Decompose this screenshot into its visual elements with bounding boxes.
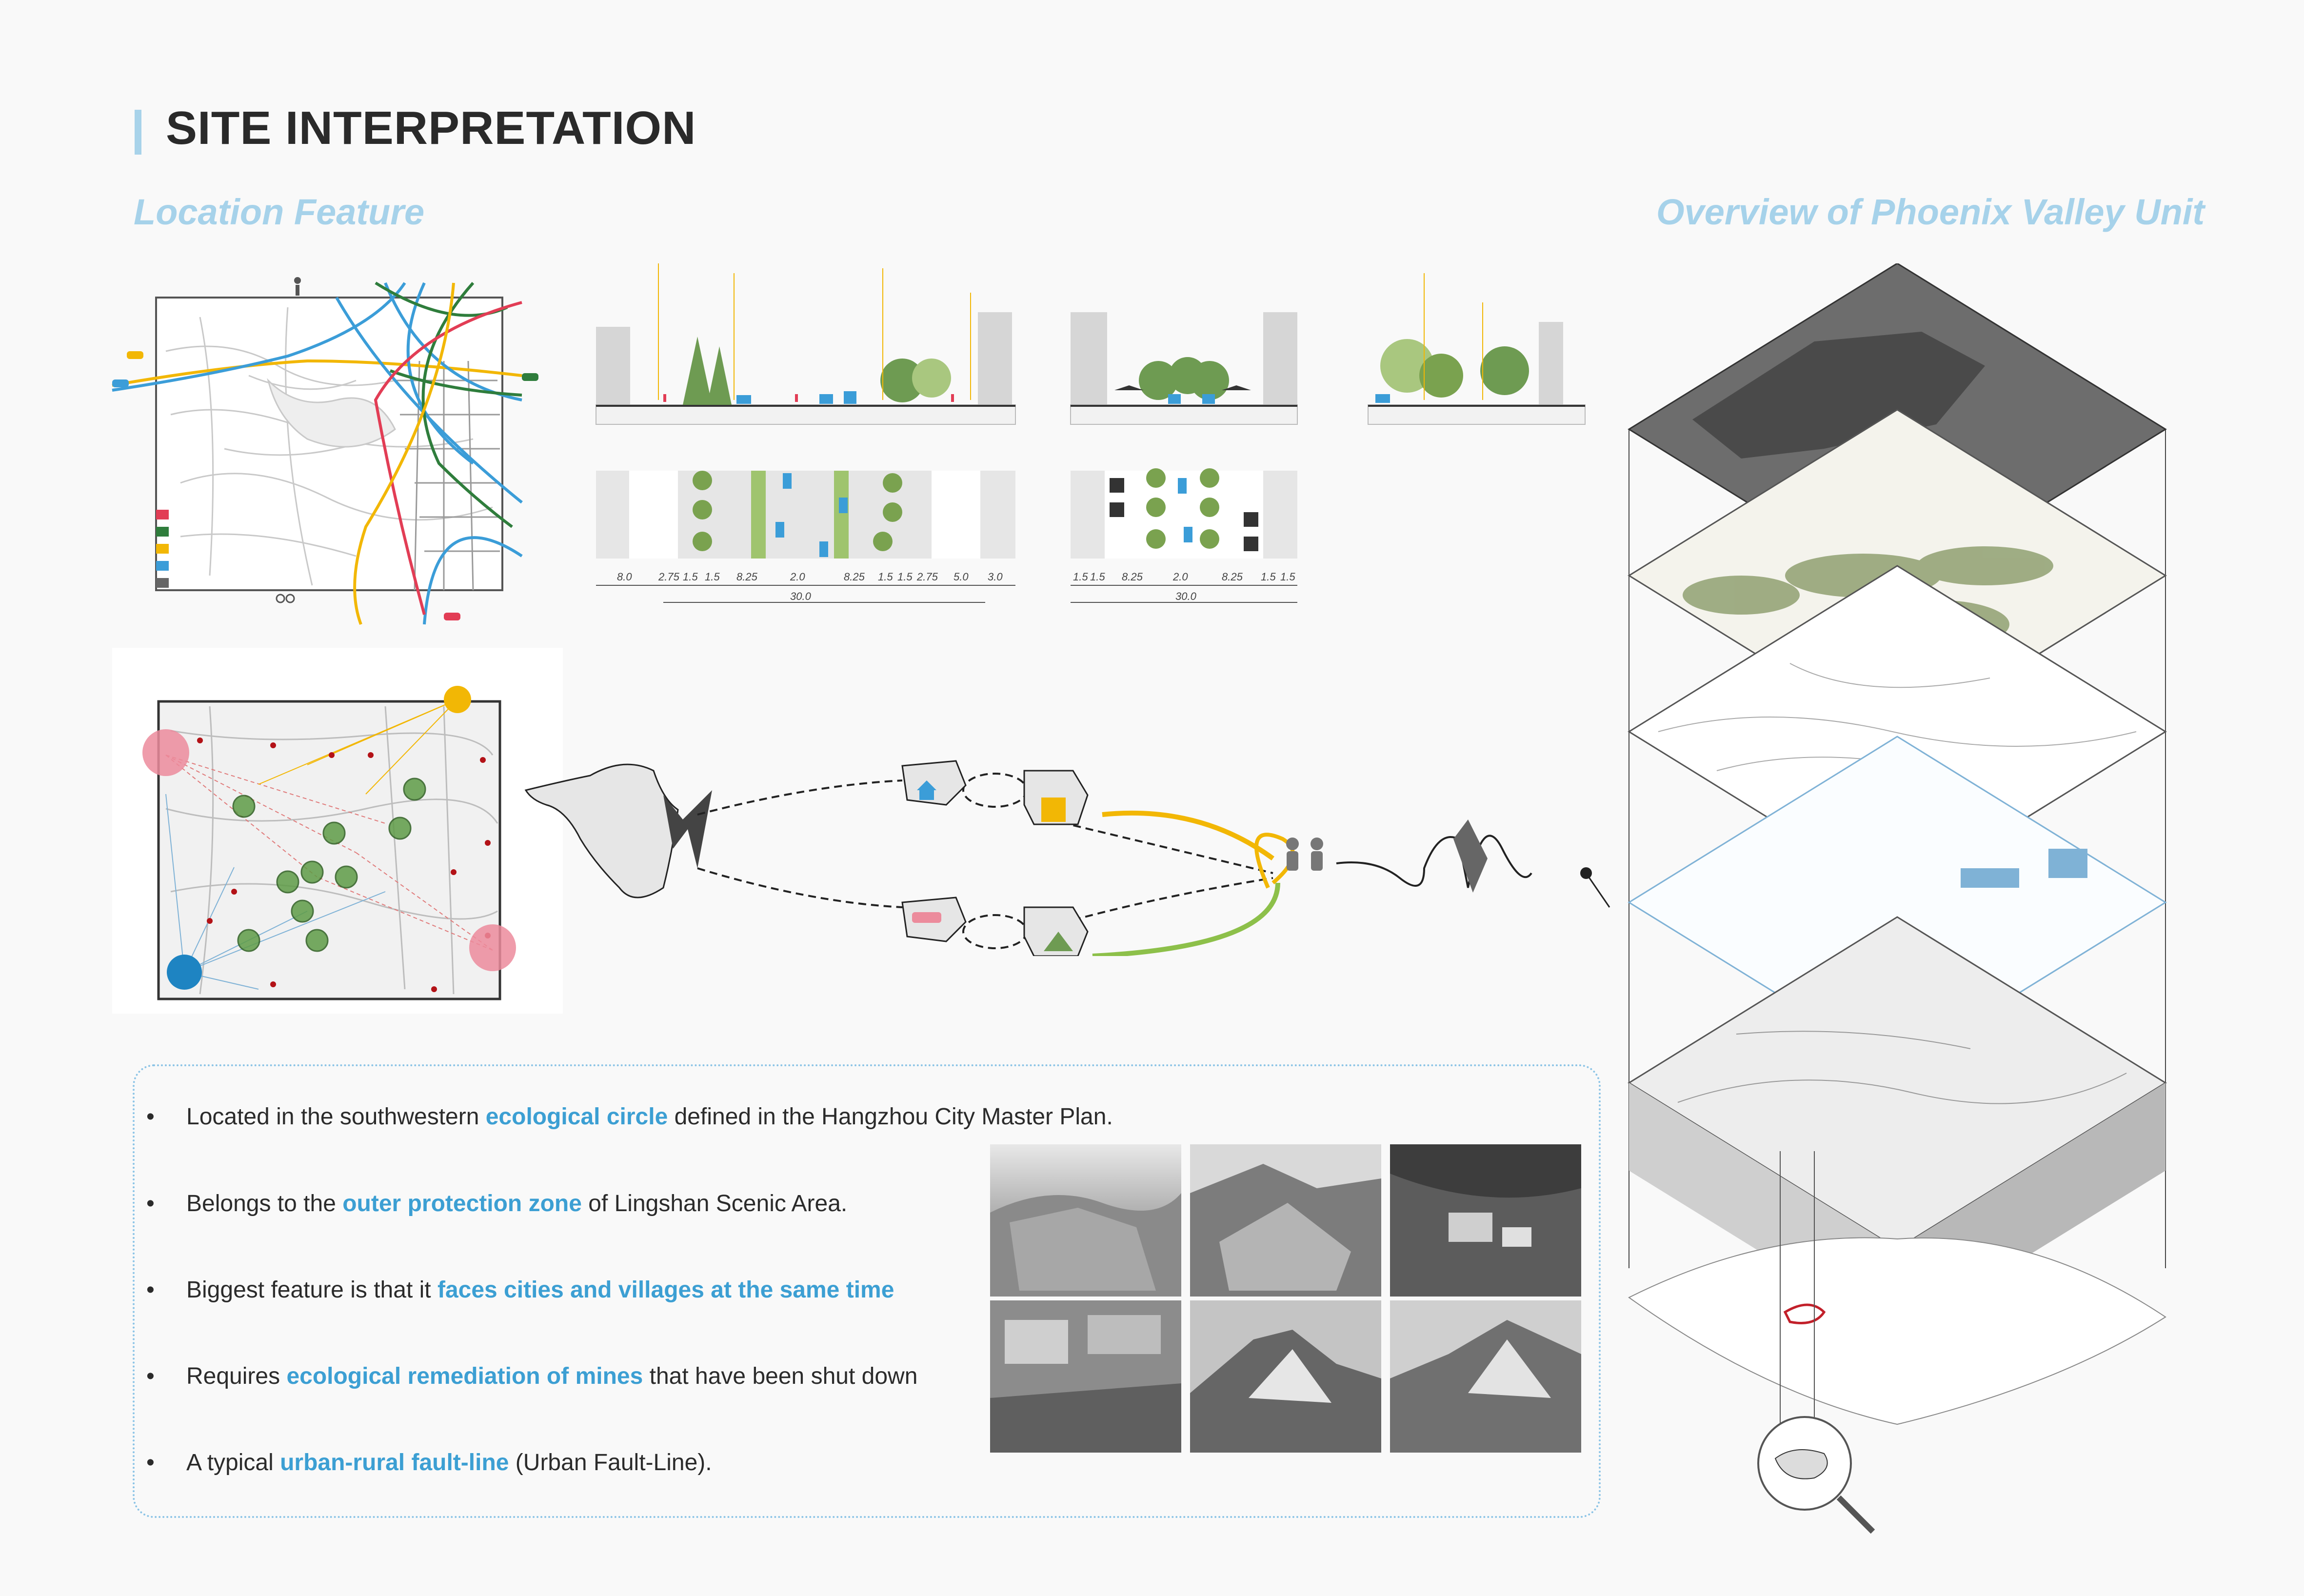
svg-text:8.25: 8.25 [1122,571,1143,583]
bullet-item: •Located in the southwestern ecological … [146,1104,1113,1130]
street-plan-left [596,471,1015,559]
mine-photo [1390,1300,1581,1453]
mine-photo [990,1144,1181,1297]
svg-text:5.0: 5.0 [953,571,969,583]
site-summary-box [133,1064,1601,1518]
location-feature-subtitle: Location Feature [134,192,425,232]
car-icon [522,373,538,381]
street-elevation-small [1368,273,1586,425]
bullet-item: •Biggest feature is that it faces cities… [146,1277,894,1303]
svg-text:3.0: 3.0 [988,571,1003,583]
ecological-circle-map [142,686,516,1000]
svg-text:2.0: 2.0 [1172,571,1188,583]
transport-route-map [112,277,538,625]
mine-photo [990,1300,1181,1453]
building-icon [1041,798,1066,822]
bicycle-icon [276,594,295,603]
svg-text:8.25: 8.25 [844,571,865,583]
people-icon [1286,838,1323,871]
svg-text:1.5: 1.5 [1261,571,1276,583]
car-icon [112,379,129,387]
svg-text:8.25: 8.25 [1222,571,1243,583]
magnifier-icon [1757,1416,1875,1534]
mine-photo [1390,1144,1581,1297]
svg-text:1.5: 1.5 [1090,571,1105,583]
phoenix-valley-layer-stack [1628,263,2167,1534]
svg-text:1.5: 1.5 [683,571,698,583]
page-title: SITE INTERPRETATION [166,102,696,154]
street-elevation-right [1070,312,1298,425]
house-icon [917,780,936,800]
svg-text:1.5: 1.5 [1280,571,1295,583]
svg-text:30.0: 30.0 [1175,590,1197,602]
car-icon [127,351,143,359]
svg-text:30.0: 30.0 [790,590,812,602]
svg-text:2.75: 2.75 [916,571,938,583]
title-accent-bar [135,110,141,155]
bullet-item: •Belongs to the outer protection zone of… [146,1191,848,1217]
car-icon [444,613,460,620]
svg-text:8.0: 8.0 [617,571,632,583]
street-elevation-left [596,263,1016,425]
pedestrian-icon [294,277,301,296]
svg-text:1.5: 1.5 [1073,571,1088,583]
dimension-line-left [596,585,1015,603]
overview-subtitle: Overview of Phoenix Valley Unit [1656,192,2205,232]
mine-photo [1190,1144,1381,1297]
dimension-line-right [1071,585,1297,603]
svg-text:1.5: 1.5 [897,571,913,583]
svg-text:2.0: 2.0 [790,571,805,583]
urban-rural-flow-diagram [524,760,1610,956]
svg-text:1.5: 1.5 [705,571,720,583]
bullet-item: •A typical urban-rural fault-line (Urban… [146,1450,712,1476]
svg-text:1.5: 1.5 [878,571,893,583]
bullet-item: •Requires ecological remediation of mine… [146,1363,918,1389]
mine-photo [1190,1300,1381,1453]
svg-text:8.25: 8.25 [736,571,758,583]
svg-text:2.75: 2.75 [658,571,680,583]
street-section-diagrams: 8.0 2.75 1.5 1.5 8.25 2.0 8.25 1.5 1.5 2… [596,263,1586,603]
street-plan-right [1071,468,1297,559]
